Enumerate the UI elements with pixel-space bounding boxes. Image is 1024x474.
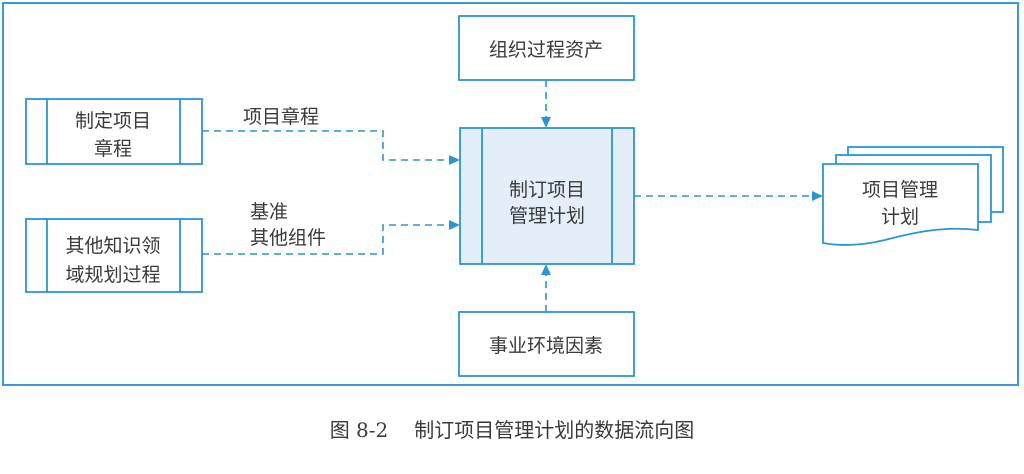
arrowhead-icon	[449, 155, 460, 165]
arrowhead-icon	[449, 220, 460, 230]
node-develop-pm-plan: 制订项目 管理计划	[459, 127, 635, 265]
edge-baselines-other-components: 基准 其他组件	[202, 201, 460, 255]
edge-label: 项目章程	[243, 106, 319, 128]
edge-enterprise-factors-to-center	[541, 264, 551, 312]
figure-number: 图 8-2	[329, 418, 389, 442]
node-other-planning-processes: 其他知识领 域规划过程	[25, 218, 203, 293]
diagram-frame	[2, 2, 1019, 386]
arrowhead-icon	[812, 191, 823, 201]
arrowhead-icon	[541, 264, 551, 275]
node-label-line: 域规划过程	[65, 264, 160, 286]
edge-center-to-output	[634, 191, 823, 201]
node-enterprise-environmental-factors: 事业环境因素	[458, 311, 635, 377]
node-org-process-assets: 组织过程资产	[458, 15, 635, 81]
node-label-line: 制定项目	[75, 110, 151, 132]
figure-caption: 图 8-2 制订项目管理计划的数据流向图	[0, 414, 1024, 443]
node-label-line: 章程	[94, 138, 132, 160]
node-project-management-plan-documents: 项目管理 计划	[822, 146, 1004, 246]
edge-project-charter: 项目章程	[202, 106, 460, 165]
edge-label: 基准	[250, 201, 288, 223]
arrowhead-icon	[541, 117, 551, 128]
node-label-line: 管理计划	[509, 205, 585, 227]
document-front	[822, 163, 979, 246]
node-label-line: 计划	[881, 206, 919, 228]
data-flow-diagram: 制定项目 章程 其他知识领 域规划过程 组织过程资产 制订项目 管理计划 事业环…	[25, 15, 1004, 377]
node-charter-process: 制定项目 章程	[25, 98, 203, 165]
node-label: 组织过程资产	[489, 39, 603, 61]
edge-org-assets-to-center	[541, 80, 551, 128]
edge-label: 其他组件	[250, 227, 326, 249]
node-label-line: 项目管理	[862, 179, 938, 201]
figure-title: 制订项目管理计划的数据流向图	[414, 418, 695, 442]
node-label: 事业环境因素	[489, 335, 603, 357]
node-label-line: 其他知识领	[65, 235, 160, 257]
node-label-line: 制订项目	[509, 179, 585, 201]
